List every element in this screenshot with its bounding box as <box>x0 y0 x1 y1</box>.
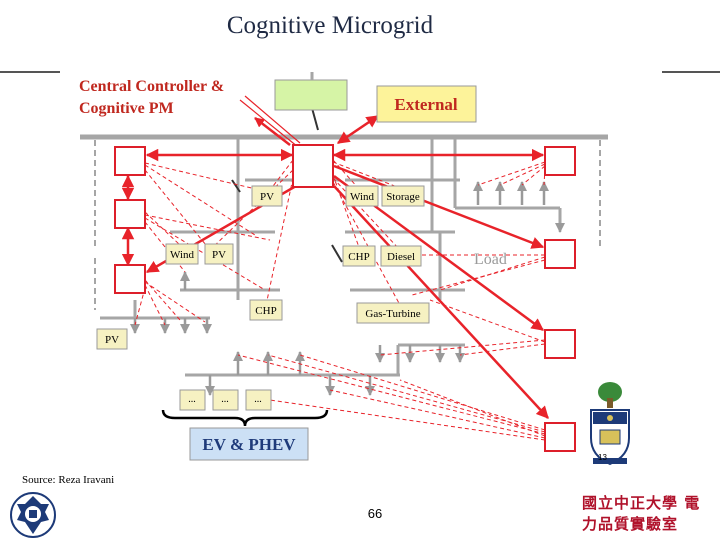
title-rule-right <box>662 71 720 73</box>
ev-slots: ... ... ... <box>179 389 272 411</box>
source-label-storage: Storage <box>386 191 420 203</box>
source-label-pv-top: PV <box>260 191 274 203</box>
microgrid-diagram: External Central Controller & Cognitive … <box>79 72 608 461</box>
local-controller-box-2 <box>114 199 146 229</box>
slide-title: Cognitive Microgrid <box>226 12 434 39</box>
ev-label: EV & PHEV <box>202 435 296 454</box>
source-credit: Source: Reza Iravani <box>22 474 115 486</box>
ev-box <box>189 427 309 461</box>
comm-lines <box>134 159 546 441</box>
ev-slot-3: ... <box>254 394 262 405</box>
load-controller-box-1 <box>544 146 576 176</box>
ev-brace <box>161 409 329 427</box>
controller-boxes <box>114 144 576 452</box>
source-label-pv-bottom: PV <box>105 334 119 346</box>
source-boxes <box>96 185 430 350</box>
crest-number: 13 <box>598 453 607 462</box>
ev-slot-1: ... <box>188 394 196 405</box>
source-label-wind-top: Wind <box>350 191 374 203</box>
source-labels: PV Wind Storage Wind PV CHP Diesel CHP G… <box>105 191 421 346</box>
feeder-dashes <box>94 140 601 310</box>
source-label-gas-turbine: Gas-Turbine <box>365 308 420 320</box>
load-label: Load <box>474 251 507 268</box>
page-number: 66 <box>367 506 383 521</box>
central-controller-box <box>292 144 334 188</box>
switches <box>231 107 343 263</box>
source-label-diesel: Diesel <box>387 251 415 263</box>
cognitive-pm-box <box>274 79 348 111</box>
local-controller-box-1 <box>114 146 146 176</box>
controller-caption-line1: Central Controller & <box>79 78 224 95</box>
load-controller-box-2 <box>544 239 576 269</box>
source-label-wind-mid: Wind <box>170 249 194 261</box>
external-label: External <box>394 95 458 114</box>
load-controller-box-3 <box>544 329 576 359</box>
source-label-chp-low: CHP <box>255 305 276 317</box>
ev-controller-box <box>544 422 576 452</box>
ev-slot-2: ... <box>221 394 229 405</box>
source-label-pv-mid: PV <box>212 249 226 261</box>
university-emblem-icon <box>10 492 56 538</box>
local-controller-box-3 <box>114 264 146 294</box>
controller-link <box>239 95 301 148</box>
title-rule-left <box>0 71 60 73</box>
load-arrows <box>130 181 565 396</box>
source-label-chp-mid: CHP <box>348 251 369 263</box>
external-box <box>376 85 477 123</box>
university-crest-icon: 13 <box>590 382 630 466</box>
controller-caption-line2: Cognitive PM <box>79 100 174 117</box>
lab-name: 國立中正大學 電力品質實驗室 <box>582 494 701 533</box>
